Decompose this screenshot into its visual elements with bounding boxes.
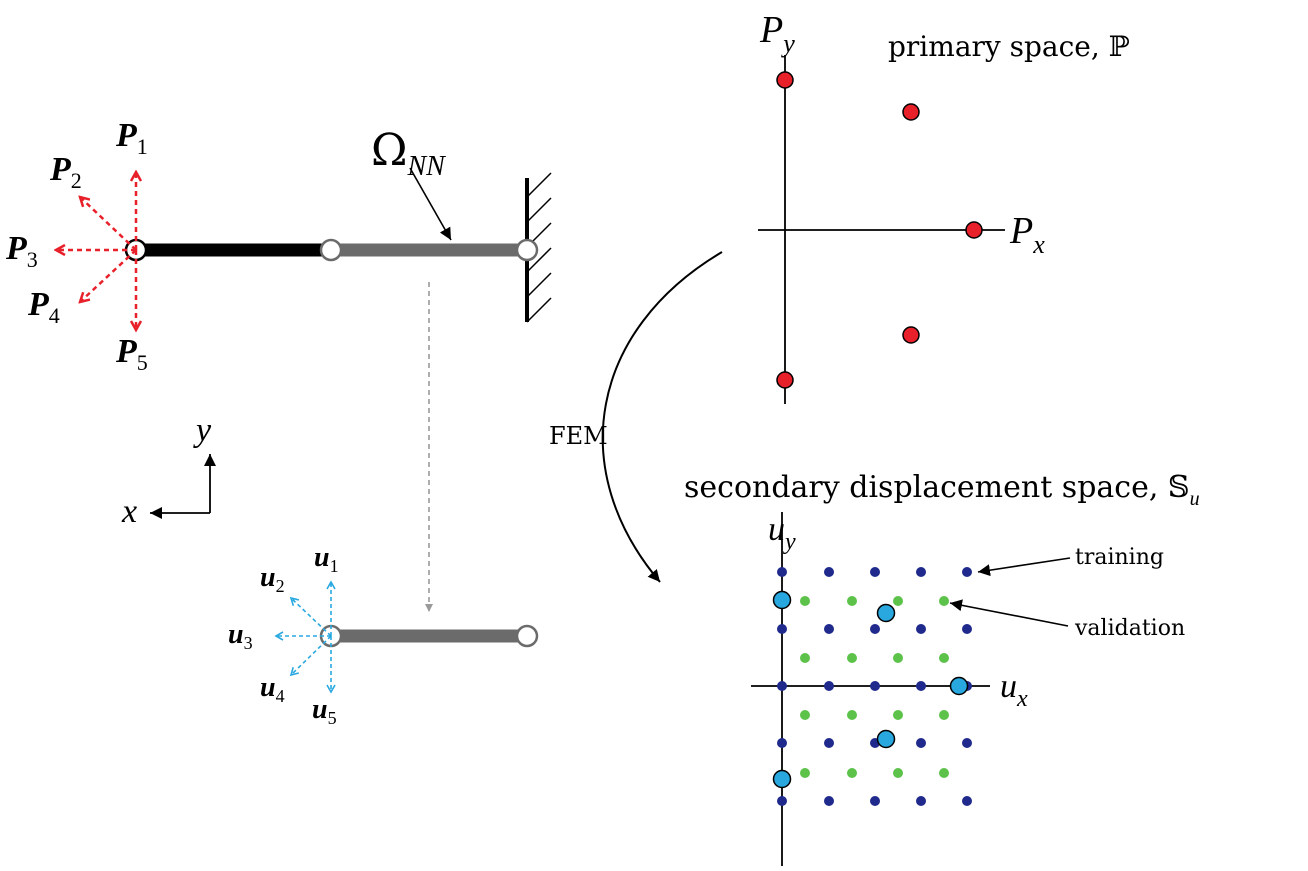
- secondary-y-label: uy: [768, 511, 796, 555]
- training-point: [962, 624, 972, 634]
- highlighted-point: [772, 590, 792, 610]
- highlighted-point: [876, 729, 896, 749]
- coordinate-axes: y x: [121, 412, 216, 530]
- force-arrows: [56, 172, 136, 330]
- training-point: [962, 567, 972, 577]
- fem-label: FEM: [549, 422, 608, 450]
- training-point: [777, 624, 787, 634]
- validation-point: [893, 653, 903, 663]
- displacement-arrows: [274, 580, 336, 694]
- secondary-space-title: secondary displacement space, 𝕊u: [684, 470, 1200, 510]
- highlighted-point: [772, 769, 792, 789]
- training-point: [777, 796, 787, 806]
- training-points: [777, 567, 972, 806]
- validation-point: [939, 710, 949, 720]
- validation-point: [847, 653, 857, 663]
- training-point: [962, 796, 972, 806]
- training-point: [824, 624, 834, 634]
- validation-label: validation: [1074, 616, 1185, 641]
- validation-point: [847, 710, 857, 720]
- beam-node-mid: [319, 238, 343, 262]
- primary-point: [776, 371, 794, 389]
- validation-point: [800, 653, 810, 663]
- nn-beam: [319, 624, 539, 648]
- primary-space-title: primary space, ℙ: [888, 30, 1130, 63]
- nn-beam-node-right: [515, 624, 539, 648]
- displacement-label-3: u3: [228, 619, 253, 653]
- training-point: [824, 738, 834, 748]
- training-pointer-arrow: [977, 557, 1071, 577]
- cantilever-beam: [124, 172, 552, 323]
- displacement-label-5: u5: [312, 694, 337, 728]
- axis-label-x: x: [121, 493, 137, 530]
- displacement-label-2: u2: [260, 562, 285, 596]
- force-label-4: P4: [27, 286, 60, 328]
- training-point: [824, 681, 834, 691]
- displacement-label-4: u4: [260, 672, 285, 706]
- training-point: [916, 567, 926, 577]
- validation-point: [847, 596, 857, 606]
- training-point: [870, 567, 880, 577]
- training-point: [916, 796, 926, 806]
- validation-point: [800, 768, 810, 778]
- secondary-space: secondary displacement space, 𝕊u uy ux t…: [684, 470, 1200, 866]
- training-point: [777, 567, 787, 577]
- training-point: [916, 624, 926, 634]
- primary-space: Py Px primary space, ℙ: [758, 9, 1130, 404]
- displacement-arrow-2: [289, 596, 332, 637]
- secondary-x-label: ux: [1000, 668, 1028, 712]
- displacement-label-1: u1: [314, 542, 339, 576]
- validation-point: [800, 596, 810, 606]
- training-point: [870, 624, 880, 634]
- validation-pointer-arrow: [949, 599, 1069, 627]
- omega-nn-label: ΩNN: [371, 125, 446, 182]
- validation-point: [939, 596, 949, 606]
- highlighted-points: [772, 590, 969, 789]
- axis-label-y: y: [193, 412, 212, 449]
- training-point: [870, 796, 880, 806]
- training-point: [777, 681, 787, 691]
- validation-point: [800, 710, 810, 720]
- validation-point: [893, 710, 903, 720]
- primary-point: [965, 221, 983, 239]
- training-point: [962, 738, 972, 748]
- force-label-5: P5: [115, 333, 148, 375]
- validation-point: [893, 596, 903, 606]
- primary-point: [902, 103, 920, 121]
- training-point: [824, 567, 834, 577]
- validation-point: [939, 653, 949, 663]
- training-point: [777, 738, 787, 748]
- highlighted-point: [949, 676, 969, 696]
- validation-point: [893, 768, 903, 778]
- training-point: [824, 796, 834, 806]
- force-label-2: P2: [49, 151, 82, 193]
- force-arrow-2: [80, 197, 137, 251]
- training-point: [870, 681, 880, 691]
- force-label-3: P3: [5, 230, 38, 272]
- training-point: [916, 738, 926, 748]
- beam-node-fixed: [515, 238, 539, 262]
- fem-arrow: [601, 251, 723, 583]
- omega-pointer-arrow: [409, 167, 452, 241]
- validation-point: [847, 768, 857, 778]
- displacement-arrow-4: [289, 635, 332, 677]
- primary-x-label: Px: [1009, 210, 1045, 259]
- primary-y-label: Py: [759, 9, 795, 58]
- primary-point: [776, 71, 794, 89]
- training-point: [916, 681, 926, 691]
- training-label: training: [1075, 545, 1164, 570]
- validation-points: [800, 596, 949, 778]
- force-arrow-4: [80, 249, 137, 302]
- primary-point: [902, 326, 920, 344]
- highlighted-point: [876, 603, 896, 623]
- validation-point: [939, 768, 949, 778]
- primary-points: [776, 71, 983, 389]
- force-label-1: P1: [115, 117, 148, 159]
